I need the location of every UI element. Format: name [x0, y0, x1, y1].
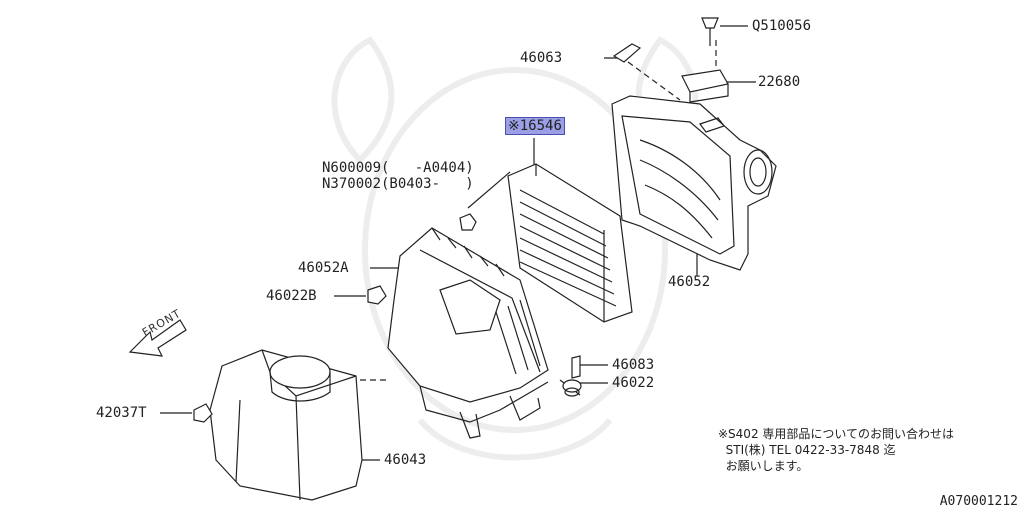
- part-label-46063: 46063: [520, 50, 563, 66]
- diagram-code: A070001212: [939, 494, 1018, 509]
- part-label-46052a: 46052A: [298, 260, 349, 276]
- part-label-46022: 46022: [612, 375, 655, 391]
- note-line: ※S402 専用部品についてのお問い合わせは: [718, 427, 955, 441]
- part-label-46052: 46052: [668, 274, 711, 290]
- part-label-16546: ※16546: [505, 117, 565, 135]
- part-label-42037t: 42037T: [96, 405, 147, 421]
- part-label-q510056: Q510056: [752, 18, 812, 34]
- part-label-n370002: N370002(B0403- ): [322, 176, 474, 192]
- note-line: STI(株) TEL 0422-33-7848 迄: [718, 443, 896, 457]
- part-label-22680: 22680: [758, 74, 801, 90]
- part-label-n600009: N600009( -A0404): [322, 160, 474, 176]
- part-label-46083: 46083: [612, 357, 655, 373]
- part-label-46043: 46043: [384, 452, 427, 468]
- note-line: お願いします。: [718, 459, 809, 473]
- sti-contact-note: ※S402 専用部品についてのお問い合わせは STI(株) TEL 0422-3…: [718, 426, 954, 474]
- watermark-emblem: [331, 36, 699, 461]
- part-label-46022b: 46022B: [266, 288, 317, 304]
